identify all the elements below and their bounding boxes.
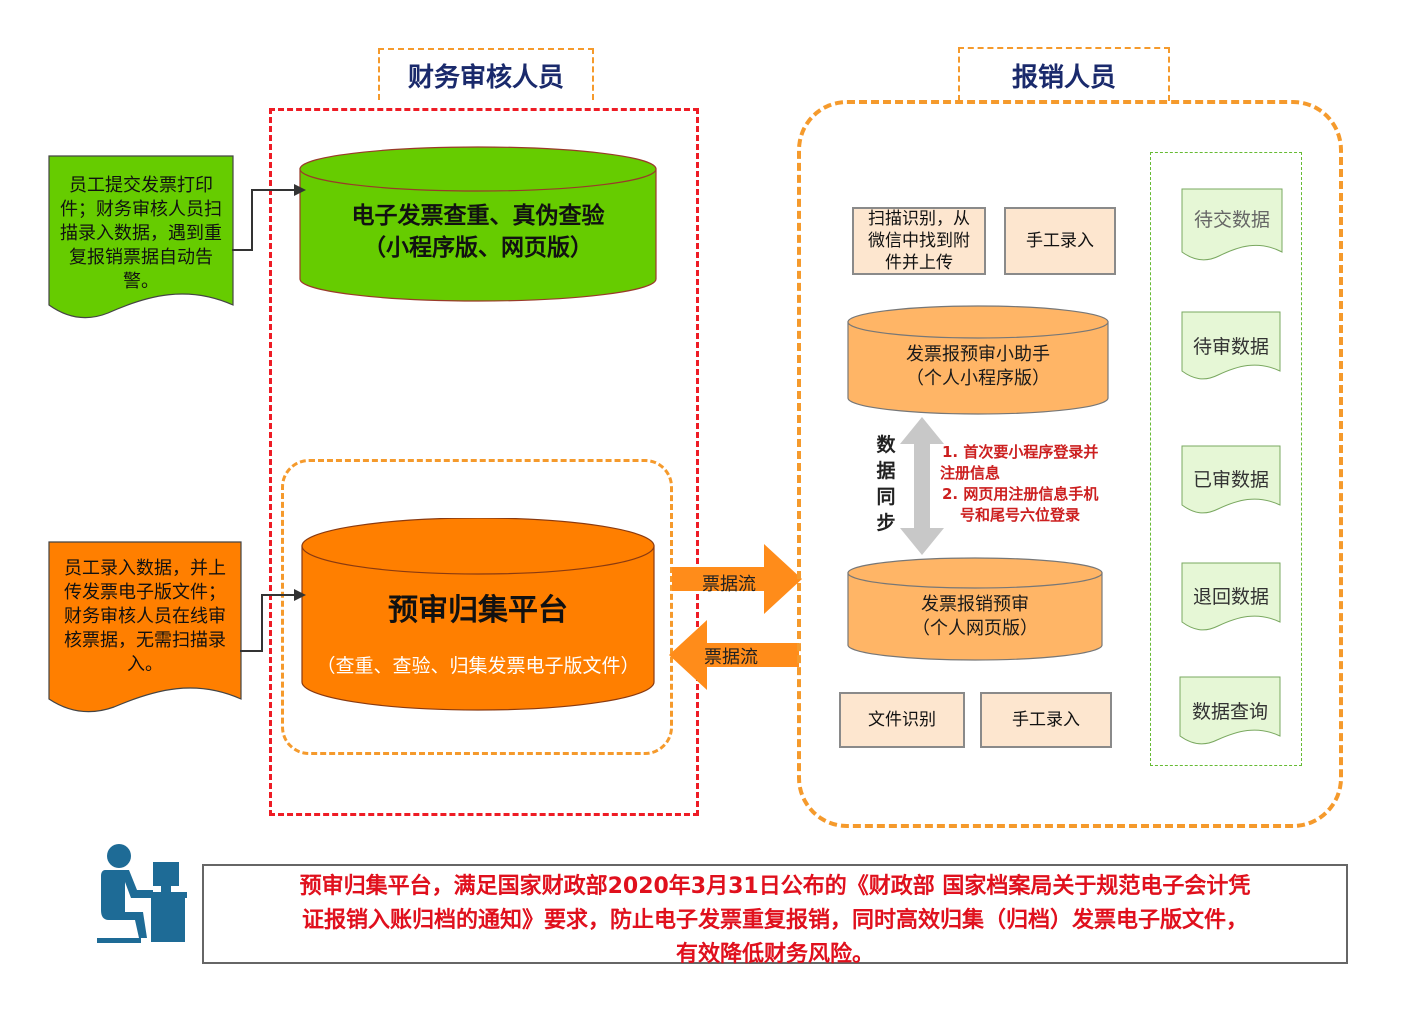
data-status-column <box>1150 152 1302 766</box>
flow-arrow-right <box>672 544 802 614</box>
web-version-label: 发票报销预审 （个人网页版） <box>912 594 1038 639</box>
flow-arrow-left <box>669 620 799 690</box>
right-panel-frame <box>797 100 1343 828</box>
mini-program-cylinder <box>847 305 1109 415</box>
flow-label-left: 票据流 <box>704 647 758 668</box>
manual-entry-top-box: 手工录入 <box>1004 207 1116 275</box>
flow-label-right: 票据流 <box>702 574 756 595</box>
platform-frame <box>281 459 673 755</box>
right-panel-title: 报销人员 <box>958 47 1170 101</box>
web-version-cylinder <box>847 557 1103 661</box>
data-sync-arrow <box>900 417 944 555</box>
manual-entry-bottom-box: 手工录入 <box>980 692 1112 748</box>
login-notes: 1. 首次要小程序登录并 注册信息 2. 网页用注册信息手机 号和尾号六位登录 <box>940 443 1099 524</box>
side-doc-reviewed <box>1181 445 1281 514</box>
green-note-document <box>48 155 234 319</box>
orange-note-document <box>48 541 242 713</box>
platform-subtitle: （查重、查验、归集发票电子版文件） <box>316 655 640 677</box>
platform-cylinder <box>301 518 655 711</box>
side-doc-pending-review <box>1181 311 1281 380</box>
left-panel-frame <box>269 108 699 816</box>
side-doc-pending-submit <box>1181 188 1283 261</box>
person-at-computer-icon <box>97 844 187 943</box>
orange-connector <box>240 589 306 652</box>
scan-upload-box: 扫描识别，从 微信中找到附 件并上传 <box>852 207 986 275</box>
file-recognition-box: 文件识别 <box>839 692 965 748</box>
side-item-pending-review: 待审数据 <box>1192 336 1269 358</box>
invoice-check-label: 电子发票查重、真伪查验 （小程序版、网页版） <box>351 203 605 261</box>
green-note-text: 员工提交发票打印 件；财务审核人员扫 描录入数据，遇到重 复报销票据自动告 警。 <box>60 175 222 292</box>
side-item-query: 数据查询 <box>1191 701 1268 723</box>
green-connector <box>232 184 306 251</box>
side-doc-returned <box>1181 562 1281 631</box>
platform-title: 预审归集平台 <box>388 593 568 628</box>
orange-note-text: 员工录入数据，并上 传发票电子版文件； 财务审核人员在线审 核票据，无需扫描录 … <box>64 558 226 675</box>
invoice-check-cylinder <box>299 146 657 302</box>
left-panel-title: 财务审核人员 <box>378 48 594 100</box>
side-item-returned: 退回数据 <box>1192 586 1269 608</box>
side-item-pending-submit: 待交数据 <box>1193 209 1270 231</box>
mini-program-label: 发票报预审小助手 （个人小程序版） <box>906 344 1050 389</box>
side-item-reviewed: 已审数据 <box>1192 469 1269 491</box>
side-doc-query <box>1179 676 1281 745</box>
compliance-notice: 预审归集平台，满足国家财政部2020年3月31日公布的《财政部 国家档案局关于规… <box>202 864 1348 967</box>
data-sync-label: 数 据 同 步 <box>876 434 896 534</box>
